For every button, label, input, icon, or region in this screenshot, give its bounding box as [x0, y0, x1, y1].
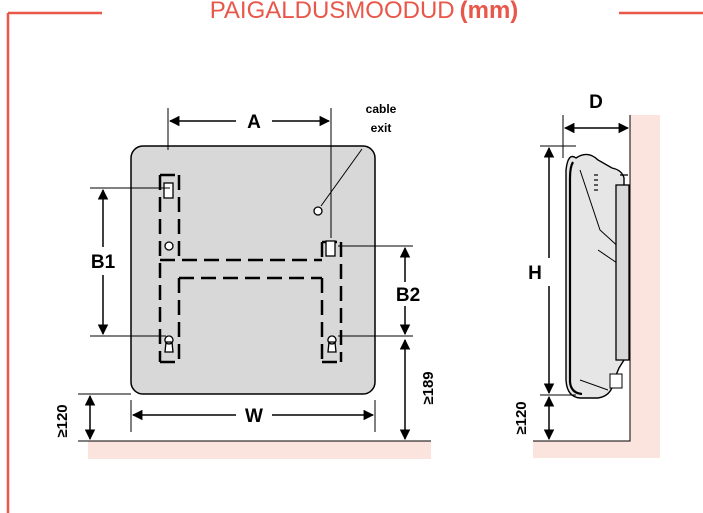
side-wall-line: [533, 115, 631, 442]
header-title-part1: PAIGALDUS: [210, 0, 346, 24]
cable-exit-label-line2: exit: [371, 121, 392, 135]
dim-h-label: H: [528, 263, 542, 284]
dim-189-label: ≥189: [420, 371, 437, 404]
wall-bracket: [158, 173, 343, 364]
dim-b2-label: B2: [396, 285, 420, 306]
dim-d-label: D: [589, 92, 603, 113]
cable-exit-leader: [320, 148, 363, 207]
frame: [6, 11, 703, 513]
bracket-hole-left: [164, 241, 174, 251]
side-view: D H ≥120: [513, 92, 660, 458]
cable-exit-hole: [313, 206, 323, 216]
dim-b1-label: B1: [91, 252, 116, 273]
bracket-slot-right: [325, 240, 336, 257]
heater-side-profile: [565, 153, 625, 399]
keyhole-left: [164, 335, 174, 353]
heater-panel: [130, 145, 376, 395]
front-view: cable exit A B1 B2 ≥189 W ≥120: [54, 102, 437, 459]
header-title-unit: (mm): [460, 0, 519, 24]
dim-120-side-label: ≥120: [513, 401, 530, 434]
dim-w-label: W: [245, 406, 263, 427]
side-cable-box: [609, 373, 623, 389]
header-title-part2: MOODUD: [345, 0, 454, 24]
keyhole-right: [327, 335, 337, 353]
side-bracket: [615, 184, 630, 361]
header-title: PAIGALDUSMOODUD(mm): [210, 0, 519, 24]
front-floor: [88, 441, 431, 459]
dim-a-label: A: [247, 112, 261, 133]
cable-exit-label-line1: cable: [366, 102, 397, 116]
side-floor: [533, 441, 660, 458]
side-wall: [630, 115, 660, 458]
bracket-slot-top-left: [163, 182, 174, 199]
dim-120-front-label: ≥120: [54, 404, 71, 437]
